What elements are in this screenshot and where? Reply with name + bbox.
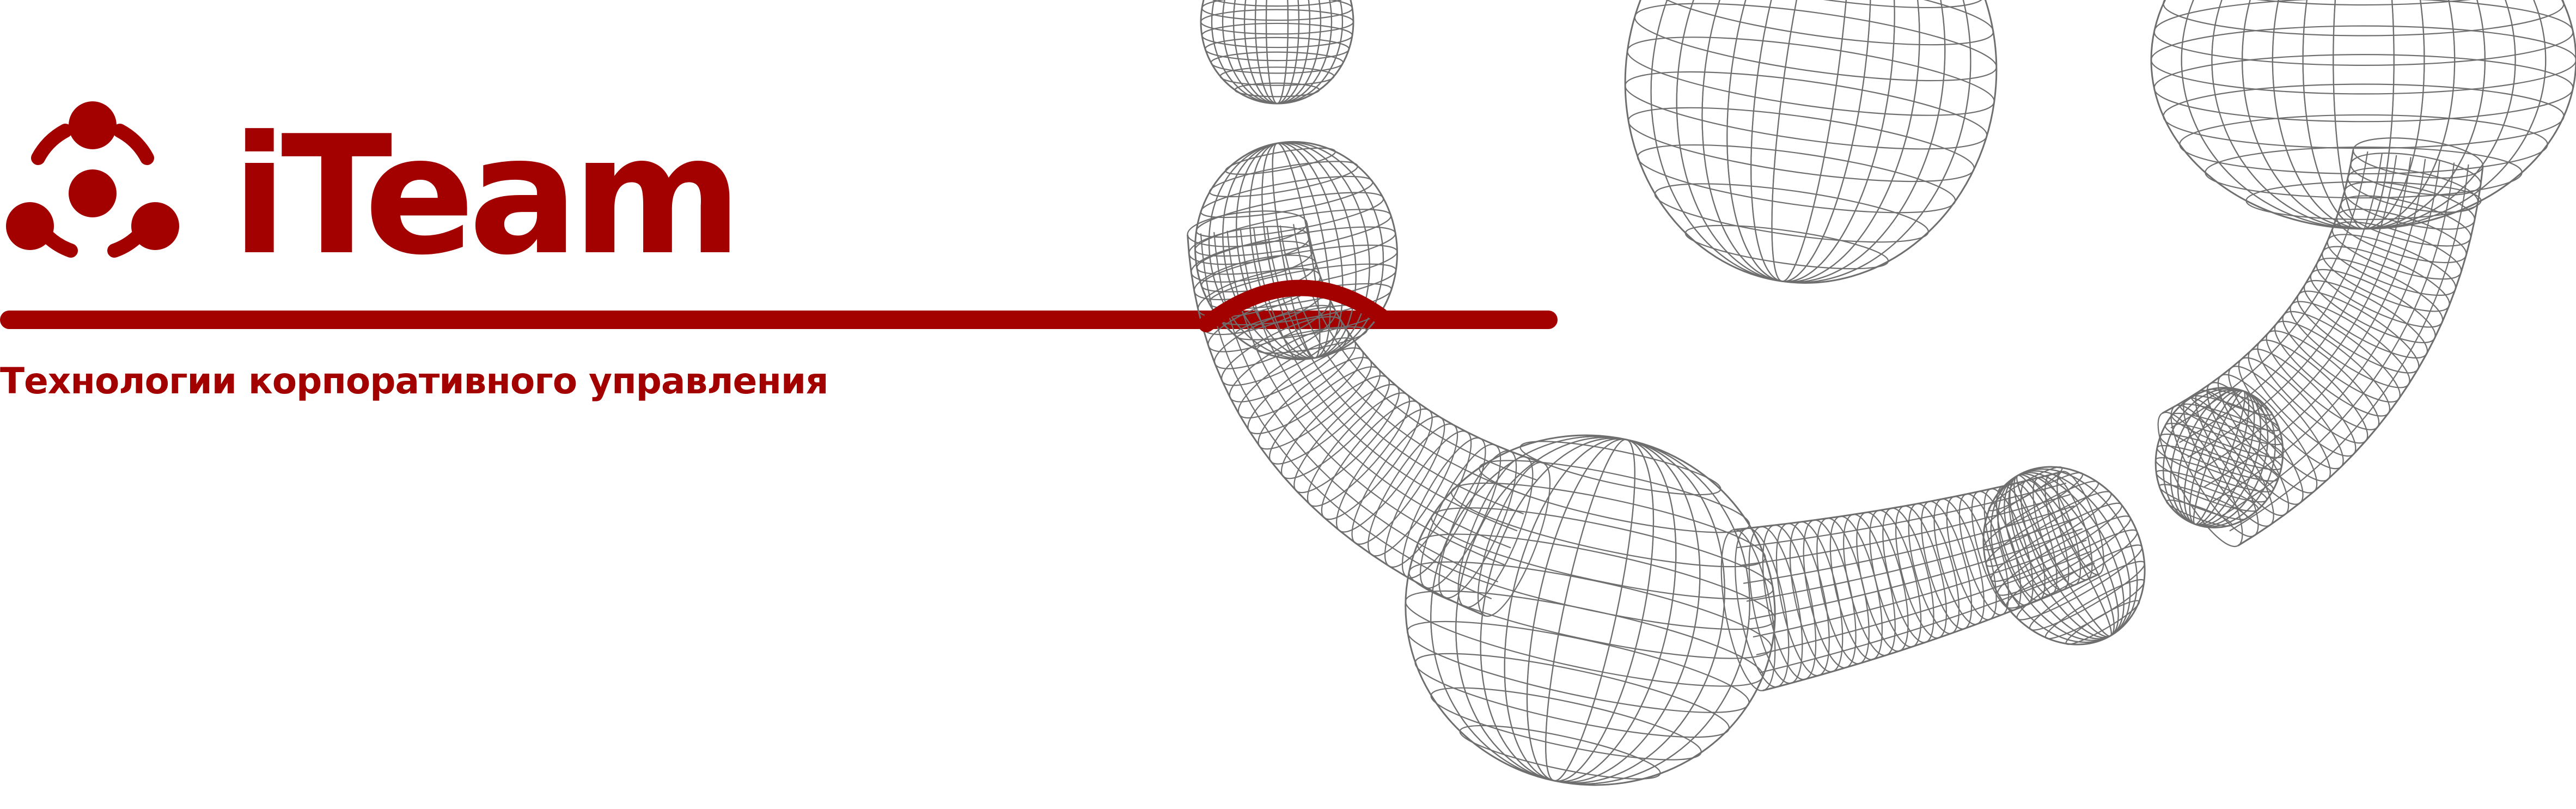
wire-tube-right <box>2157 137 2484 548</box>
wire-sphere-bottom-right <box>1982 466 2146 646</box>
wire-tube-left <box>1187 210 1551 617</box>
wire-tube-bottom <box>1720 471 2104 692</box>
wire-sphere-right-end <box>2154 387 2284 528</box>
wire-sphere-top-right <box>2150 0 2576 230</box>
wire-sphere-elbow <box>1194 141 1398 361</box>
divider-line <box>0 311 1558 329</box>
logo-icon <box>6 101 179 258</box>
brand-name: iTeam <box>231 101 742 291</box>
wire-sphere-bottom-center <box>1405 434 1776 786</box>
wire-sphere-top-left <box>1200 0 1354 105</box>
wire-sphere-top-center <box>1624 0 1998 284</box>
tagline: Технологии корпоративного управления <box>0 360 829 402</box>
